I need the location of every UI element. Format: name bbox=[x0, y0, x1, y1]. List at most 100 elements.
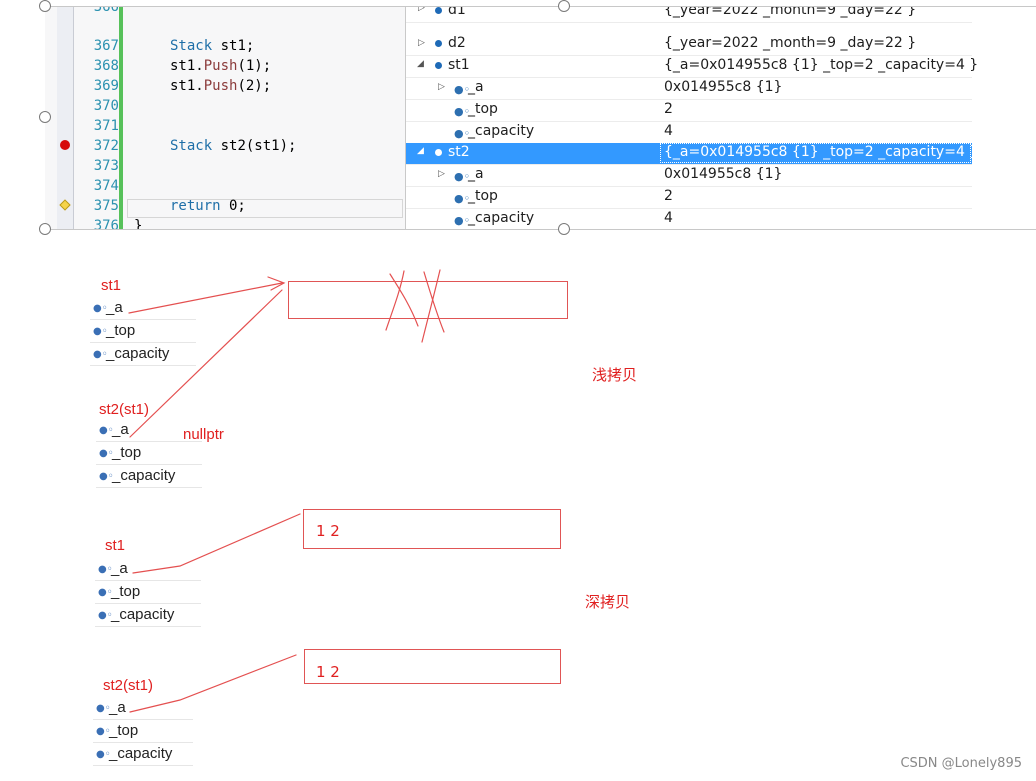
field-capacity: _capacity bbox=[109, 745, 173, 762]
field-divider bbox=[90, 342, 196, 343]
watch-name: _a bbox=[468, 79, 484, 95]
pointer-arrow bbox=[128, 282, 283, 314]
shallow-obj2-label: st2(st1) bbox=[99, 401, 150, 418]
shallow-obj1-label: st1 bbox=[101, 277, 122, 294]
resize-handle-bottom-middle[interactable] bbox=[558, 223, 570, 235]
field-divider bbox=[93, 765, 193, 766]
code-editor[interactable]: 366 367 368 369 370 371 372 373 374 375 … bbox=[45, 7, 405, 229]
resize-handle-bottom-left[interactable] bbox=[39, 223, 51, 235]
field-top: _top bbox=[111, 583, 141, 600]
collapse-icon[interactable]: ◢ bbox=[417, 59, 424, 69]
expand-icon[interactable]: ▷ bbox=[418, 7, 425, 13]
field-a: _a bbox=[111, 560, 128, 577]
collapse-icon[interactable]: ◢ bbox=[417, 146, 424, 156]
code-line[interactable]: Stack st1; bbox=[170, 38, 255, 54]
change-indicator-bar bbox=[119, 7, 123, 229]
watch-row[interactable]: ▷ ●◦ _a 0x014955c8 {1} bbox=[406, 165, 972, 187]
variable-icon bbox=[435, 62, 442, 69]
breakpoint-icon[interactable] bbox=[60, 140, 70, 150]
field-icon: ●◦ bbox=[454, 105, 471, 118]
variable-icon bbox=[435, 7, 442, 14]
field-capacity: _capacity bbox=[111, 606, 175, 623]
cross-stroke bbox=[421, 269, 441, 343]
value-edit-box[interactable] bbox=[660, 143, 971, 163]
pointer-arrow bbox=[129, 289, 283, 438]
resize-handle-top-middle[interactable] bbox=[558, 0, 570, 12]
watch-name: st2 bbox=[448, 144, 470, 160]
line-number: 373 bbox=[93, 158, 119, 174]
code-line[interactable]: Stack st2(st1); bbox=[170, 138, 297, 154]
glyph-margin[interactable] bbox=[57, 7, 74, 229]
field-divider bbox=[90, 365, 196, 366]
field-icon: ●◦ bbox=[93, 303, 108, 314]
field-divider bbox=[96, 441, 202, 442]
field-icon: ●◦ bbox=[454, 170, 471, 183]
expand-icon[interactable]: ▷ bbox=[438, 82, 445, 92]
watch-name: _top bbox=[468, 101, 498, 117]
field-a: _a bbox=[112, 421, 129, 438]
line-number: 368 bbox=[93, 58, 119, 74]
field-icon: ●◦ bbox=[96, 749, 111, 760]
field-icon: ●◦ bbox=[98, 564, 113, 575]
watch-value: 4 bbox=[664, 210, 673, 226]
pointer-arrow bbox=[132, 513, 301, 574]
field-top: _top bbox=[112, 444, 142, 461]
watch-row[interactable]: ▷ ●◦ _a 0x014955c8 {1} bbox=[406, 78, 972, 100]
expand-icon[interactable]: ▷ bbox=[438, 169, 445, 179]
field-divider bbox=[95, 603, 201, 604]
field-divider bbox=[93, 742, 193, 743]
watch-value: 4 bbox=[664, 123, 673, 139]
variable-icon bbox=[435, 149, 442, 156]
watch-name: st1 bbox=[448, 57, 470, 73]
line-number: 367 bbox=[93, 38, 119, 54]
line-number: 375 bbox=[93, 198, 119, 214]
watch-row[interactable]: ◢ st1 {_a=0x014955c8 {1} _top=2 _capacit… bbox=[406, 56, 978, 78]
pointer-arrow bbox=[129, 654, 297, 713]
field-divider bbox=[96, 487, 202, 488]
field-a: _a bbox=[109, 699, 126, 716]
watch-name: _capacity bbox=[468, 123, 535, 139]
deep-obj2-label: st2(st1) bbox=[103, 677, 154, 694]
watch-value: {_a=0x014955c8 {1} _top=2 _capacity=4 } bbox=[664, 144, 979, 160]
field-icon: ●◦ bbox=[99, 425, 114, 436]
cross-stroke bbox=[423, 271, 445, 333]
watch-row[interactable]: ▷ d2 {_year=2022 _month=9 _day=22 } bbox=[406, 34, 972, 56]
watch-value: {_a=0x014955c8 {1} _top=2 _capacity=4 } bbox=[664, 57, 979, 73]
watch-row[interactable]: ▷ d1 {_year=2022 _month=9 _day=22 } bbox=[406, 7, 972, 23]
expand-icon[interactable]: ▷ bbox=[418, 38, 425, 48]
field-divider bbox=[96, 464, 202, 465]
watch-window[interactable]: ▷ d1 {_year=2022 _month=9 _day=22 } ▷ d2… bbox=[405, 7, 1036, 229]
field-icon: ●◦ bbox=[93, 326, 108, 337]
cross-stroke bbox=[385, 270, 405, 331]
deep-box1-values: 1 2 bbox=[316, 522, 340, 540]
debugger-screenshot: 366 367 368 369 370 371 372 373 374 375 … bbox=[45, 7, 1036, 229]
watch-value: {_year=2022 _month=9 _day=22 } bbox=[664, 7, 917, 18]
field-capacity: _capacity bbox=[106, 345, 170, 362]
screenshot-top-border bbox=[45, 6, 1036, 7]
arrowhead bbox=[267, 276, 286, 291]
watch-value: 2 bbox=[664, 101, 673, 117]
field-icon: ●◦ bbox=[93, 349, 108, 360]
watch-row[interactable]: ●◦ _top 2 bbox=[406, 100, 972, 122]
field-divider bbox=[93, 719, 193, 720]
watch-value: {_year=2022 _month=9 _day=22 } bbox=[664, 35, 917, 51]
resize-handle-middle-left[interactable] bbox=[39, 111, 51, 123]
field-divider bbox=[95, 626, 201, 627]
code-line[interactable]: return 0; bbox=[170, 198, 246, 214]
field-icon: ●◦ bbox=[454, 214, 471, 227]
line-number: 366 bbox=[93, 7, 119, 15]
code-line[interactable]: st1.Push(2); bbox=[170, 78, 272, 94]
field-icon: ●◦ bbox=[99, 448, 114, 459]
current-line-highlight bbox=[127, 199, 403, 218]
watch-row[interactable]: ●◦ _top 2 bbox=[406, 187, 972, 209]
watch-row-selected[interactable]: ◢ st2 {_a=0x014955c8 {1} _top=2 _capacit… bbox=[406, 143, 978, 165]
code-line[interactable]: } bbox=[134, 218, 143, 229]
field-icon: ●◦ bbox=[454, 127, 471, 140]
watch-name: _a bbox=[468, 166, 484, 182]
watch-row[interactable]: ●◦ _capacity 4 bbox=[406, 209, 972, 229]
deep-memory-box-2 bbox=[304, 649, 561, 684]
resize-handle-top-left[interactable] bbox=[39, 0, 51, 12]
nullptr-label: nullptr bbox=[183, 426, 224, 443]
code-line[interactable]: st1.Push(1); bbox=[170, 58, 272, 74]
